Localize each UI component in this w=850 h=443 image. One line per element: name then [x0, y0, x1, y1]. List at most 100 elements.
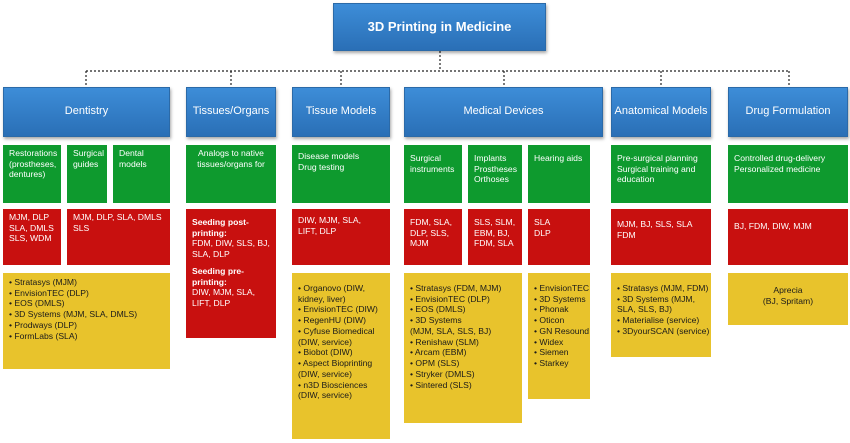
root-title-box: 3D Printing in Medicine	[333, 3, 546, 51]
text-line: DIW, MJM, SLA,	[192, 287, 256, 298]
devices-sub-implants: Implants Prostheses Orthoses	[468, 145, 522, 203]
text-line: Prostheses	[474, 163, 517, 174]
company-item: • Aspect Bioprinting	[298, 358, 373, 369]
text-line: Drug testing	[298, 161, 345, 172]
text-line: Hearing aids	[534, 153, 583, 163]
company-item: • EnvisionTEC	[534, 283, 590, 293]
company-item: • 3D Systems	[534, 293, 586, 304]
company-item: (DIW, service)	[298, 390, 352, 401]
category-label: Tissues/Organs	[192, 105, 270, 118]
category-anatomical-models: Anatomical Models	[611, 87, 711, 137]
seeding-post-title: printing:	[192, 227, 227, 238]
text-line: SLA	[534, 217, 551, 227]
text-line: tissues/organs for	[197, 158, 265, 169]
company-item: • Arcam (EBM)	[410, 347, 467, 358]
company-item: • GN Resound	[534, 325, 590, 336]
text-line: SLS	[73, 222, 90, 233]
text-line: Orthoses	[474, 174, 509, 185]
text-line: DLP, SLS,	[410, 227, 450, 238]
category-dentistry: Dentistry	[3, 87, 170, 137]
company-item: • Siemen	[534, 347, 569, 358]
text-line: Restorations	[9, 148, 58, 158]
text-line: FDM, SLA,	[410, 217, 453, 227]
company-item: • Starkey	[534, 358, 569, 369]
seeding-pre-title: Seeding pre-	[192, 265, 245, 276]
company-item: • Stryker (DMLS)	[410, 368, 475, 379]
dentistry-sub-dental-models: Dental models	[113, 145, 170, 203]
text-line: Surgical	[410, 153, 442, 163]
text-line: MJM, BJ, SLS, SLA	[617, 219, 693, 229]
tissues-seeding: Seeding post- printing: FDM, DIW, SLS, B…	[186, 209, 276, 338]
tissues-sub: Analogs to native tissues/organs for	[186, 145, 276, 203]
text-line: models	[119, 158, 147, 169]
company-item: Aprecia	[773, 285, 803, 295]
text-line: MJM, DLP	[9, 212, 50, 222]
text-line: Controlled drug-delivery	[734, 153, 826, 163]
devices-tech-implants: SLS, SLM, EBM, BJ, FDM, SLA	[468, 209, 522, 265]
anatomical-companies: • Stratasys (MJM, FDM) • 3D Systems (MJM…	[611, 273, 711, 357]
root-title: 3D Printing in Medicine	[367, 18, 512, 34]
company-item: (DIW, service)	[298, 368, 352, 379]
company-item: • Cyfuse Biomedical	[298, 325, 375, 336]
dentistry-companies: • Stratasys (MJM) • EnvisionTEC (DLP) • …	[3, 273, 170, 369]
drug-tech: BJ, FDM, DIW, MJM	[728, 209, 848, 265]
devices-sub-hearing-aids: Hearing aids	[528, 145, 590, 203]
company-item: • Renishaw (SLM)	[410, 336, 479, 347]
text-line: DLP	[534, 227, 551, 238]
text-line: FDM, DIW, SLS, BJ,	[192, 238, 270, 249]
text-line: Dental	[119, 148, 144, 158]
dentistry-tech-guides-models: MJM, DLP, SLA, DMLS SLS	[67, 209, 170, 265]
text-line: FDM	[617, 229, 636, 240]
company-item: • Phonak	[534, 304, 569, 315]
category-label: Dentistry	[64, 105, 109, 118]
devices-hearing-companies: • EnvisionTEC • 3D Systems • Phonak • Ot…	[528, 273, 590, 399]
company-item: (BJ, Spritam)	[762, 295, 814, 306]
category-tissues-organs: Tissues/Organs	[186, 87, 276, 137]
dentistry-tech-restorations: MJM, DLP SLA, DMLS SLS, WDM	[3, 209, 61, 265]
text-line: LIFT, DLP	[192, 298, 231, 309]
company-item: • Stratasys (MJM)	[9, 277, 77, 287]
seeding-post-title: Seeding post-	[192, 217, 249, 227]
category-drug-formulation: Drug Formulation	[728, 87, 848, 137]
devices-sub-surgical-instruments: Surgical instruments	[404, 145, 462, 203]
text-line: Implants	[474, 153, 507, 163]
company-item: • n3D Biosciences	[298, 379, 368, 390]
text-line: Personalized medicine	[734, 163, 821, 174]
company-item: (MJM, SLA, SLS, BJ)	[410, 325, 492, 336]
category-medical-devices: Medical Devices	[404, 87, 603, 137]
tissue-models-tech: DIW, MJM, SLA, LIFT, DLP	[292, 209, 390, 265]
company-item: • Biobot (DIW)	[298, 347, 353, 358]
category-label: Anatomical Models	[614, 105, 708, 118]
company-item: • Stratasys (MJM, FDM)	[617, 283, 709, 293]
text-line: Surgical	[73, 148, 105, 158]
text-line: (prostheses,	[9, 158, 57, 169]
text-line: BJ, FDM, DIW, MJM	[734, 221, 812, 231]
company-item: • Organovo (DIW,	[298, 283, 366, 293]
company-item: • Stratasys (FDM, MJM)	[410, 283, 502, 293]
text-line: SLA, DMLS	[9, 222, 54, 233]
dentistry-sub-surgical-guides: Surgical guides	[67, 145, 107, 203]
category-label: Medical Devices	[463, 105, 544, 118]
category-label: Tissue Models	[305, 105, 377, 118]
company-item: • FormLabs (SLA)	[9, 330, 78, 341]
text-line: MJM, DLP, SLA, DMLS	[73, 212, 162, 222]
text-line: dentures)	[9, 169, 46, 180]
text-line: Pre-surgical planning	[617, 153, 698, 163]
company-item: kidney, liver)	[298, 293, 346, 304]
company-item: • EnvisionTEC (DLP)	[9, 287, 89, 298]
text-line: Analogs to native	[198, 148, 264, 158]
text-line: MJM	[410, 238, 429, 249]
text-line: instruments	[410, 163, 455, 174]
anatomical-sub: Pre-surgical planning Surgical training …	[611, 145, 711, 203]
drug-companies: Aprecia (BJ, Spritam)	[728, 273, 848, 325]
tissue-models-sub: Disease models Drug testing	[292, 145, 390, 203]
text-line: LIFT, DLP	[298, 225, 337, 236]
text-line: Disease models	[298, 151, 360, 161]
company-item: • 3D Systems (MJM, SLA, DMLS)	[9, 309, 138, 320]
company-item: • 3DyourSCAN (service)	[617, 325, 710, 336]
text-line: FDM, SLA	[474, 238, 514, 249]
devices-tech-surgical: FDM, SLA, DLP, SLS, MJM	[404, 209, 462, 265]
text-line: education	[617, 174, 655, 185]
seeding-pre-title: printing:	[192, 276, 227, 287]
company-item: • Materialise (service)	[617, 315, 700, 326]
